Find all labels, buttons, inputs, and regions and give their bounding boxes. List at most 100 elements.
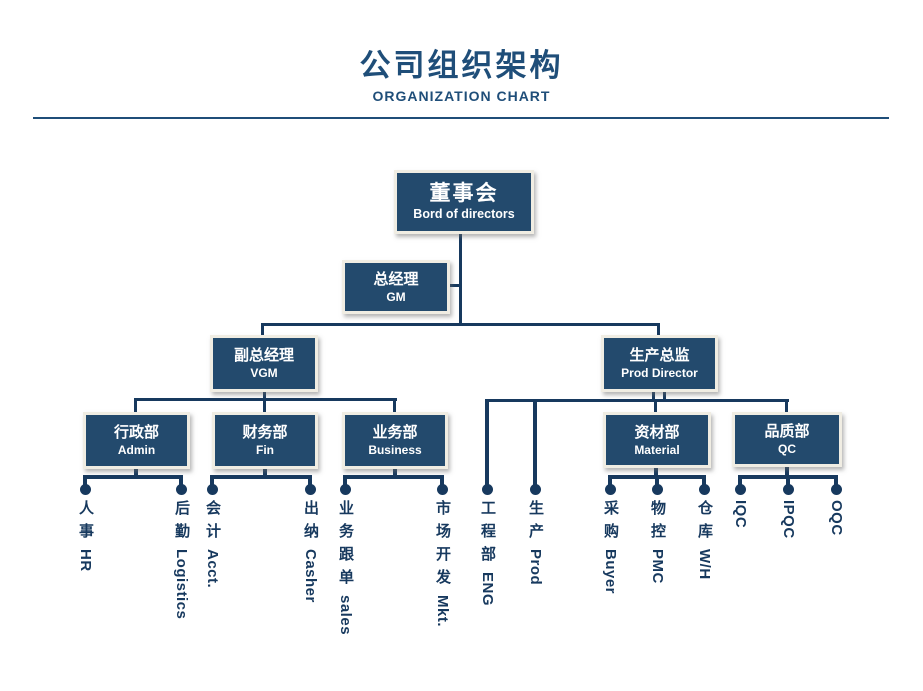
connector-fin-kids [210,475,312,479]
leaf-hr: 人事HR [74,500,96,650]
org-node-gm: 总经理 GM [342,260,450,314]
junction-dot [735,484,746,495]
connector-prodleaf-long-drop [533,399,537,486]
connector-leaf-drop [738,475,742,486]
leaf-cn-label: 仓库 [696,500,713,546]
connector-admin-kids [83,475,183,479]
leaf-pmc: 物控 PMC [646,500,668,650]
leaf-casher: 出纳 Casher [299,500,321,650]
connector-qc-drop [785,399,788,412]
leaf-en-label: Prod [527,549,544,586]
vgm-cn-label: 副总经理 [233,347,294,364]
leaf-acct: 会计Acct. [201,500,223,650]
leaf-cn-label: 会计 [204,500,221,546]
connector-material-drop [654,399,657,412]
leaf-iqc: IQC [729,500,751,650]
connector-admin-drop [134,398,137,412]
junction-dot [652,484,663,495]
leaf-cn-label: 工程部 [479,500,496,569]
connector-business-drop [393,398,396,412]
qc-en-label: QC [778,442,796,456]
leaf-ipqc: IPQC [777,500,799,650]
leaf-en-label: IPQC [780,500,797,539]
connector-leaf-drop [343,475,347,486]
leaf-oqc: OQC [825,500,847,650]
connector-level2-horizontal [261,323,660,326]
leaf-cn-label: 人事 [77,500,94,546]
org-node-admin: 行政部 Admin [83,412,190,469]
material-cn-label: 资材部 [634,423,680,441]
leaf-mkt: 市场开发Mkt. [431,500,453,650]
leaf-logistics: 后勤 Logistics [170,500,192,650]
leaf-cn-label: 采购 [602,500,619,546]
fin-cn-label: 财务部 [242,424,288,441]
page-title: 公司组织架构 [359,48,564,83]
org-node-vgm: 副总经理 VGM [210,335,318,392]
junction-dot [207,484,218,495]
connector-leaf-drop [308,475,312,486]
connector-admin-stub [134,469,138,479]
leaf-en-label: Logistics [173,549,190,620]
leaf-prod: 生产 Prod [524,500,546,650]
leaf-cn-label: 后勤 [173,500,190,546]
gm-cn-label: 总经理 [373,270,419,288]
page-subtitle: ORGANIZATION CHART [372,88,551,104]
junction-dot [783,484,794,495]
org-node-prod-director: 生产总监 Prod Director [601,335,718,392]
org-node-qc: 品质部 QC [732,412,842,467]
junction-dot [482,484,493,495]
leaf-buyer: 采购 Buyer [599,500,621,650]
leaf-en-label: PMC [649,549,666,584]
connector-leaf-drop [834,475,838,486]
junction-dot [340,484,351,495]
admin-en-label: Admin [117,443,156,457]
fin-en-label: Fin [256,443,274,457]
leaf-cn-label: 出纳 [302,500,319,546]
leaf-en-label: OQC [828,500,845,536]
connector-qc-stub [785,467,789,479]
connector-gm-stub [450,284,462,287]
org-node-fin: 财务部 Fin [212,412,318,469]
junction-dot [305,484,316,495]
junction-dot [699,484,710,495]
leaf-cn-label: 物控 [649,500,666,546]
qc-cn-label: 品质部 [764,423,810,440]
leaf-en-label: Casher [302,549,319,603]
vgm-en-label: VGM [250,366,278,380]
prod-director-en-label: Prod Director [621,366,698,380]
connector-eng-long-drop [485,399,489,486]
connector-leaf-drop [83,475,87,486]
leaf-eng: 工程部 ENG [476,500,498,650]
business-cn-label: 业务部 [372,424,418,441]
connector-business-kids [343,475,444,479]
leaf-cn-label: 市场开发 [434,500,451,592]
connector-fin-stub [263,469,267,479]
junction-dot [831,484,842,495]
connector-leaf-drop [210,475,214,486]
material-en-label: Material [634,442,680,457]
board-en-label: Bord of directors [413,207,515,222]
junction-dot [605,484,616,495]
connector-vgm-down [263,392,266,412]
org-node-board: 董事会 Bord of directors [394,170,534,234]
junction-dot [530,484,541,495]
leaf-en-label: sales [337,595,354,636]
connector-leaf-drop [702,475,706,486]
org-node-business: 业务部 Business [342,412,448,469]
leaf-en-label: ENG [479,572,496,607]
junction-dot [176,484,187,495]
leaf-sales: 业务跟单sales [334,500,356,650]
connector-leaf-drop [440,475,444,486]
header-divider [33,117,889,119]
leaf-en-label: Buyer [602,549,619,595]
connector-prod-stub-b [663,392,666,402]
org-node-material: 资材部 Material [603,412,711,468]
leaf-en-label: IQC [732,500,749,529]
connector-leaf-drop [608,475,612,486]
leaf-cn-label: 生产 [527,500,544,546]
connector-material-stub [654,468,658,479]
connector-vgm-drop [261,323,264,335]
leaf-en-label: W/H [696,549,713,580]
connector-leaf-drop [655,475,659,486]
